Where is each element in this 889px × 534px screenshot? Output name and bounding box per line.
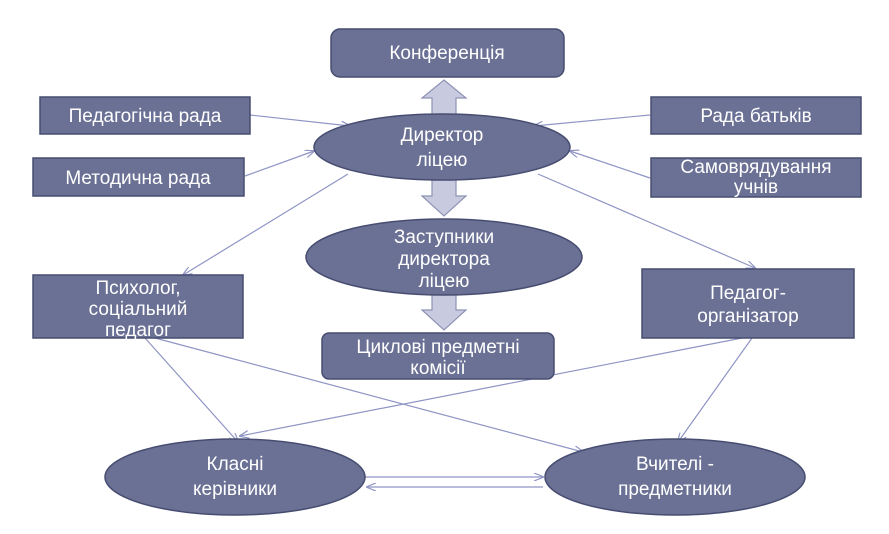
node-student-self-government: Самоврядування учнів [650, 157, 862, 198]
node-subject-teachers: Вчителі - предметники [544, 438, 806, 516]
block-arrow-up-to-conference [420, 79, 468, 118]
node-parents-council: Рада батьків [650, 96, 862, 135]
pedagogue-organizer-line2: організатор [697, 306, 798, 327]
edge-parents-director [534, 114, 651, 126]
node-class-teachers: Класні керівники [104, 438, 366, 516]
edge-organizer-class [240, 337, 743, 436]
pedagogical-council-box [39, 96, 251, 135]
node-director: Директор ліцею [313, 113, 571, 181]
subject-teachers-line2: предметники [618, 479, 732, 500]
pedagogue-organizer-line1: Педагог- [710, 283, 786, 304]
edge-director-psychologist [183, 173, 349, 275]
node-subject-commissions: Циклові предметні комісії [321, 332, 555, 380]
node-pedagogue-organizer: Педагог- організатор [641, 268, 855, 339]
student-self-government-box [650, 157, 862, 198]
psychologist-label-line2: соціальний [89, 299, 188, 320]
subject-teachers-ellipse [544, 438, 806, 516]
student-self-government-line2: учнів [734, 177, 778, 198]
psychologist-label-line1: Психолог, [96, 278, 181, 299]
edge-director-organizer [537, 173, 755, 268]
edge-selfgov-director [570, 151, 651, 179]
edge-methodcouncil-director [244, 151, 314, 177]
edge-organizer-teachers [678, 337, 753, 442]
student-self-government-line1: Самоврядування [680, 157, 831, 178]
class-teachers-line1: Класні [207, 454, 264, 475]
subject-commissions-line2: комісії [410, 358, 466, 379]
edge-psychologist-teachers [154, 337, 583, 452]
node-deputies: Заступники директора ліцею [305, 218, 583, 296]
edge-pedcouncil-director [249, 114, 350, 126]
class-teachers-line2: керівники [193, 479, 277, 500]
block-arrow-down-to-deputies [420, 177, 468, 217]
methodical-council-box [32, 157, 245, 197]
pedagogue-organizer-box [641, 268, 855, 339]
director-label-line1: Директор [401, 125, 484, 146]
deputies-ellipse [305, 218, 583, 296]
director-ellipse [313, 113, 571, 181]
subject-commissions-line1: Циклові предметні [356, 337, 519, 358]
connectors [144, 114, 755, 487]
edge-psychologist-class [144, 337, 238, 442]
parents-council-box [650, 96, 862, 135]
pedagogical-council-label: Педагогічна рада [69, 106, 222, 127]
block-arrows [420, 79, 468, 331]
node-psychologist: Психолог, соціальний педагог [32, 274, 244, 341]
conference-box [330, 28, 565, 78]
class-teachers-ellipse [104, 438, 366, 516]
node-conference: Конференція [330, 28, 565, 78]
parents-council-label: Рада батьків [700, 106, 811, 127]
deputies-label-line3: ліцею [419, 271, 470, 292]
subject-commissions-box [321, 332, 555, 380]
node-pedagogical-council: Педагогічна рада [39, 96, 251, 135]
node-methodical-council: Методична рада [32, 157, 245, 197]
director-label-line2: ліцею [417, 150, 468, 171]
deputies-label-line1: Заступники [394, 227, 494, 248]
conference-label: Конференція [389, 43, 504, 64]
psychologist-box [32, 274, 244, 339]
block-arrow-down-to-commissions [420, 291, 468, 331]
psychologist-label-line3: педагог [105, 320, 171, 341]
methodical-council-label: Методична рада [65, 168, 211, 189]
deputies-label-line2: директора [398, 249, 490, 270]
subject-teachers-line1: Вчителі - [636, 454, 714, 475]
